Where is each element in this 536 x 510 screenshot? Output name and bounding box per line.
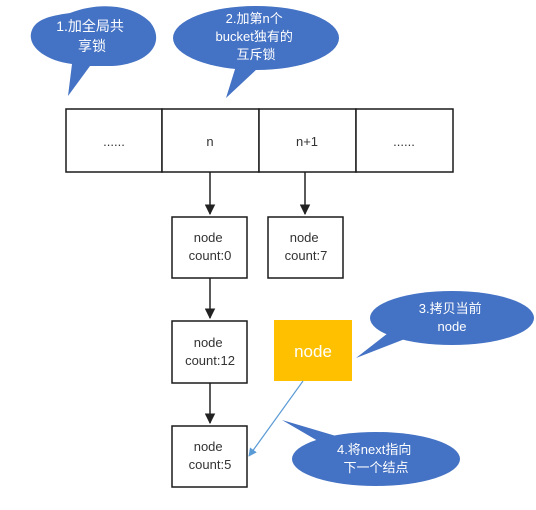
node-count-5: node count:5 — [171, 425, 248, 488]
bucket-cell-label: n+1 — [296, 134, 318, 149]
callout-line: 下一个结点 — [343, 460, 408, 475]
callout-line: 3.拷贝当前 — [419, 301, 482, 316]
new-node-box — [274, 320, 352, 381]
next-pointer-line — [248, 380, 304, 457]
bucket-cell — [161, 108, 260, 173]
bucket-cell — [65, 108, 163, 173]
callout-bucket-mutex: 2.加第n个 bucket独有的 互斥锁 — [216, 11, 297, 62]
svg-text:node count:12: node count:12 — [185, 335, 235, 368]
callout-line: 互斥锁 — [236, 47, 275, 62]
callout-global-shared-lock: 1.加全局共 享锁 — [30, 6, 157, 97]
node-count: count:0 — [189, 248, 232, 263]
callout-shape — [370, 291, 534, 345]
node-count: count:5 — [189, 457, 232, 472]
node-box — [171, 320, 248, 384]
node-count-7: node count:7 — [267, 216, 344, 279]
node-count: count:7 — [285, 248, 328, 263]
node-count-0: node count:0 — [171, 216, 248, 279]
bucket-cell-label: n — [206, 134, 213, 149]
callout-tail — [282, 420, 336, 441]
callout-set-next: 4.将next指向 下一个结点 — [337, 442, 415, 475]
svg-text:2.加第n个 bucket独有的 互: 2.加第n个 bucket独有的 互斥锁 — [216, 11, 297, 62]
callout-line: bucket独有的 — [216, 29, 293, 44]
callout-line: 4.将next指向 — [337, 442, 411, 457]
svg-text:node count:7: node count:7 — [285, 230, 328, 263]
node-count-12: node count:12 — [171, 320, 248, 384]
bucket-row: ...... n n+1 ...... — [65, 108, 454, 173]
svg-text:1.加全局共 享锁: 1.加全局共 享锁 — [56, 18, 128, 54]
callout-line: node — [438, 319, 467, 334]
callout-tail — [226, 66, 258, 98]
svg-text:3.拷贝当前 node: 3.拷贝当前 node — [419, 301, 485, 334]
node-count: count:12 — [185, 353, 235, 368]
callout-line: 享锁 — [78, 38, 106, 54]
new-node: node — [274, 320, 352, 381]
callout-tail — [356, 330, 410, 358]
svg-text:node count:0: node count:0 — [189, 230, 232, 263]
node-label: node — [194, 335, 223, 350]
node-label: node — [194, 230, 223, 245]
node-label: node — [194, 439, 223, 454]
callout-copy-node: 3.拷贝当前 node — [419, 301, 485, 334]
callout-shape — [173, 6, 339, 70]
node-box — [267, 216, 344, 279]
callout-shape — [30, 6, 157, 97]
new-node-label: node — [294, 342, 332, 361]
callout-line: 1.加全局共 — [56, 18, 124, 34]
bucket-cell-label: ...... — [393, 134, 415, 149]
svg-text:node count:5: node count:5 — [189, 439, 232, 472]
svg-text:4.将next指向 下一个结点: 4.将next指向 下一个结点 — [337, 442, 415, 475]
node-box — [171, 425, 248, 488]
callout-line: 2.加第n个 — [226, 11, 283, 26]
bucket-cell-label: ...... — [103, 134, 125, 149]
bucket-cell — [355, 108, 454, 173]
callout-shape — [292, 432, 460, 486]
node-label: node — [290, 230, 319, 245]
node-box — [171, 216, 248, 279]
